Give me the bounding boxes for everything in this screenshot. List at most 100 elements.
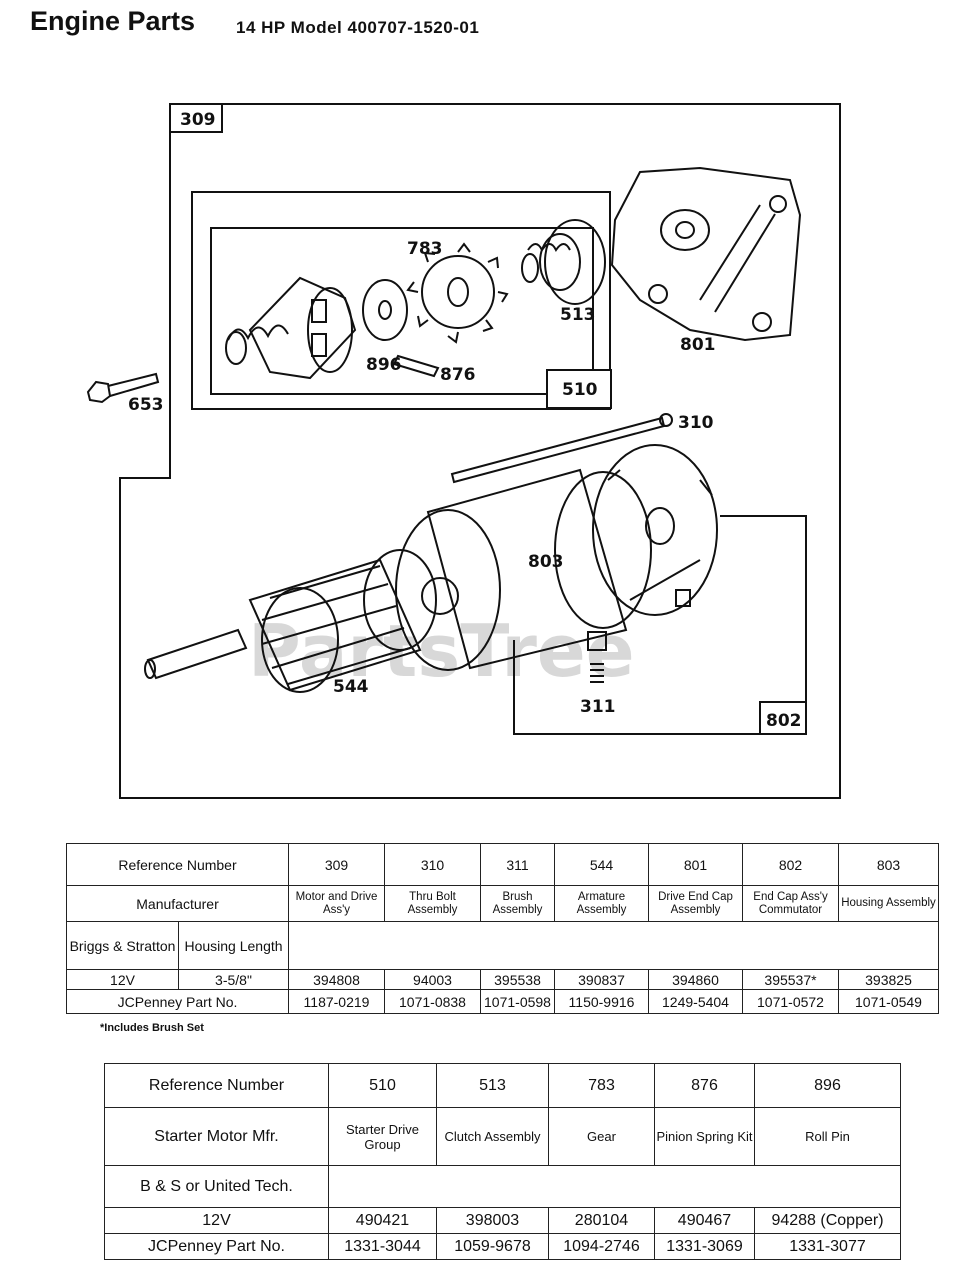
callout-310: 310 [678,413,714,433]
ref-896: 896 [754,1063,901,1108]
desc-876: Pinion Spring Kit [654,1107,755,1166]
callout-box-309 [169,103,223,133]
starter-motor-mfr-label: Starter Motor Mfr. [104,1107,329,1166]
desc-513: Clutch Assembly [436,1107,549,1166]
jcp-896: 1331-3077 [754,1233,901,1260]
ref-803: 803 [838,843,939,886]
jcp-309: 1187-0219 [288,989,385,1014]
part-309: 394808 [288,969,385,990]
ref-310: 310 [384,843,481,886]
ref-number-label-2: Reference Number [104,1063,329,1108]
part-513: 398003 [436,1207,549,1234]
desc-510: Starter Drive Group [328,1107,437,1166]
jcp-876: 1331-3069 [654,1233,755,1260]
part-876: 490467 [654,1207,755,1234]
voltage-value: 12V [66,969,179,990]
jcp-510: 1331-3044 [328,1233,437,1260]
ref-876: 876 [654,1063,755,1108]
manufacturer-label: Manufacturer [66,885,289,922]
ref-802: 802 [742,843,839,886]
desc-309: Motor and Drive Ass'y [288,885,385,922]
part-802: 395537* [742,969,839,990]
part-803: 393825 [838,969,939,990]
callout-513: 513 [560,305,596,325]
exploded-parts-diagram: PartsTree 309 510 [86,103,841,799]
callout-309: 309 [180,110,216,130]
armature-544-part [144,549,459,693]
bolt-653-part [86,372,160,404]
ref-309: 309 [288,843,385,886]
part-801: 394860 [648,969,743,990]
housing-803-part [395,468,652,671]
clutch-513-part [521,219,606,305]
part-783: 280104 [548,1207,655,1234]
callout-544: 544 [333,677,369,697]
ref-783: 783 [548,1063,655,1108]
ref-544: 544 [554,843,649,886]
callout-876: 876 [440,365,476,385]
jcp-513: 1059-9678 [436,1233,549,1260]
watermark: PartsTree [248,609,635,693]
desc-311: Brush Assembly [480,885,555,922]
briggs-stratton-label: Briggs & Stratton [66,921,179,970]
jcp-802: 1071-0572 [742,989,839,1014]
parts-table-2: Reference Number 510 513 783 876 896 Sta… [104,1063,901,1260]
end-cap-802-part [592,444,718,616]
callout-box-802 [759,701,807,735]
callout-896: 896 [366,355,402,375]
brush-311-part [587,631,607,683]
jcp-544: 1150-9916 [554,989,649,1014]
jcpenney-label: JCPenney Part No. [66,989,289,1014]
jcp-801: 1249-5404 [648,989,743,1014]
drive-sleeve-part [225,276,357,380]
part-311: 395538 [480,969,555,990]
voltage-value-2: 12V [104,1207,329,1234]
housing-length-value: 3-5/8" [178,969,289,990]
desc-783: Gear [548,1107,655,1166]
parts-table-1: Reference Number 309 310 311 544 801 802… [66,843,939,1014]
callout-653: 653 [128,395,164,415]
blank-cell [288,921,939,970]
callout-801: 801 [680,335,716,355]
page-title: Engine Parts [30,6,196,36]
frame-309 [119,103,841,799]
callout-311: 311 [580,697,616,717]
desc-896: Roll Pin [754,1107,901,1166]
model-subtitle: 14 HP Model 400707-1520-01 [236,18,480,37]
jcp-310: 1071-0838 [384,989,481,1014]
housing-length-label: Housing Length [178,921,289,970]
part-310: 94003 [384,969,481,990]
callout-803: 803 [528,552,564,572]
jcpenney-label-2: JCPenney Part No. [104,1233,329,1260]
frame-510-inner [210,227,594,395]
jcp-803: 1071-0549 [838,989,939,1014]
part-896: 94288 (Copper) [754,1207,901,1234]
frame-510-outer [191,191,611,410]
callout-802: 802 [766,711,802,731]
ref-311: 311 [480,843,555,886]
desc-801: Drive End Cap Assembly [648,885,743,922]
jcp-783: 1094-2746 [548,1233,655,1260]
gear-783-part [406,242,509,344]
desc-544: Armature Assembly [554,885,649,922]
desc-803: Housing Assembly [838,885,939,922]
callout-783: 783 [407,239,443,259]
blank-cell-2 [328,1165,901,1208]
part-510: 490421 [328,1207,437,1234]
roll-pin-part [392,354,440,378]
bs-united-tech-label: B & S or United Tech. [104,1165,329,1208]
desc-802: End Cap Ass'y Commutator [742,885,839,922]
ref-801: 801 [648,843,743,886]
ref-513: 513 [436,1063,549,1108]
drive-end-cap-801-part [610,166,802,342]
callout-box-510 [546,369,612,409]
desc-310: Thru Bolt Assembly [384,885,481,922]
part-544: 390837 [554,969,649,990]
callout-510: 510 [562,380,598,400]
jcp-311: 1071-0598 [480,989,555,1014]
ref-number-label: Reference Number [66,843,289,886]
thru-bolt-310-part [450,413,673,484]
washer-part [362,279,408,341]
ref-510: 510 [328,1063,437,1108]
footnote: *Includes Brush Set [100,1022,204,1034]
